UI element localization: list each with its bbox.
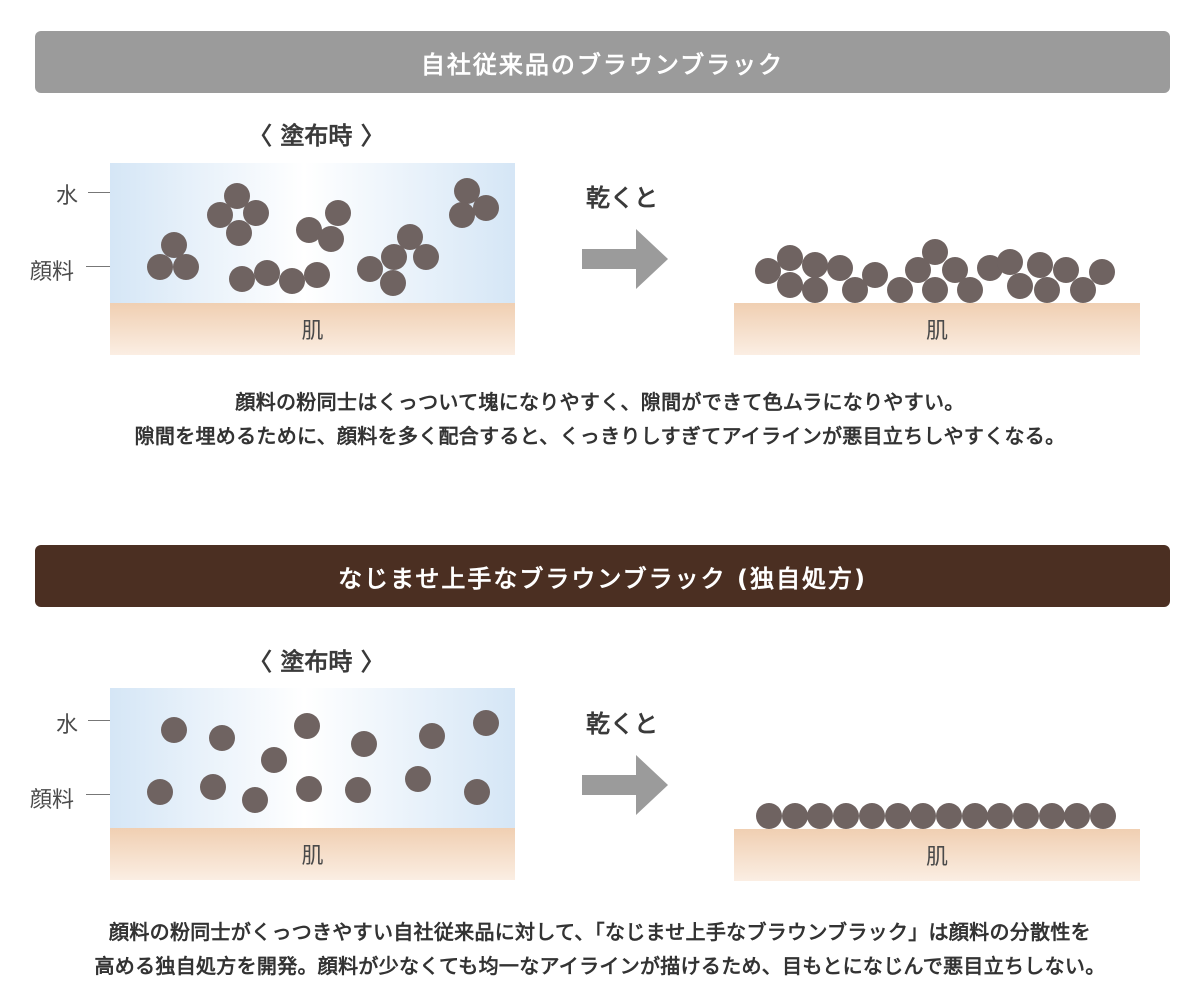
pigment-particle <box>357 256 383 282</box>
pigment-label: 顔料 <box>30 788 75 813</box>
pigment-particle <box>802 277 828 303</box>
skin-layer: 肌 <box>110 828 515 880</box>
pigment-particle <box>254 260 280 286</box>
application-stage-label: 〈 塗布時 〉 <box>248 648 385 676</box>
pigment-particle <box>1027 252 1053 278</box>
caption-new: 顔料の粉同士がくっつきやすい自社従来品に対して、「なじませ上手なブラウンブラック… <box>0 915 1200 983</box>
pigment-particle <box>858 803 885 829</box>
pigment-particle <box>261 747 287 773</box>
pigment-particle <box>781 803 808 829</box>
pigment-particle <box>209 725 235 751</box>
pigment-particle <box>1090 803 1117 829</box>
pigment-particle <box>419 723 445 749</box>
pigment-particle <box>449 202 475 228</box>
caption-line: 顔料の粉同士がくっつきやすい自社従来品に対して、「なじませ上手なブラウンブラック… <box>109 920 1091 944</box>
pigment-label: 顔料 <box>30 260 75 285</box>
pigment-particle <box>807 803 834 829</box>
water-label: 水 <box>56 713 79 738</box>
pigment-particle <box>997 249 1023 275</box>
pigment-particle <box>147 779 173 805</box>
pigment-particle <box>229 266 255 292</box>
application-diagram-old: 肌 <box>110 163 515 355</box>
pigment-particle <box>473 195 499 221</box>
application-diagram-new: 肌 <box>110 688 515 880</box>
pigment-particle <box>296 217 322 243</box>
pigment-particle <box>922 239 948 265</box>
pigment-particle <box>294 713 320 739</box>
caption-line: 隙間を埋めるために、顔料を多く配合すると、くっきりしすぎてアイラインが悪目立ちし… <box>134 424 1066 448</box>
pigment-particle <box>173 254 199 280</box>
arrow-icon <box>582 755 668 815</box>
pigment-particle <box>884 803 911 829</box>
caption-line: 顔料の粉同士はくっついて塊になりやすく、隙間ができて色ムラになりやすい。 <box>235 390 965 414</box>
water-label: 水 <box>56 184 79 209</box>
pigment-particle <box>910 803 937 829</box>
pigment-particle <box>405 766 431 792</box>
pigment-particle <box>1038 803 1065 829</box>
pigment-particle <box>226 220 252 246</box>
pigment-particle <box>242 787 268 813</box>
pigment-particle <box>777 272 803 298</box>
skin-layer-after: 肌 <box>734 829 1140 881</box>
caption-old: 顔料の粉同士はくっついて塊になりやすく、隙間ができて色ムラになりやすい。 隙間を… <box>0 385 1200 453</box>
pigment-particle <box>1089 259 1115 285</box>
pigment-particle <box>922 277 948 303</box>
pigment-particle <box>318 226 344 252</box>
skin-layer-after: 肌 <box>734 303 1140 355</box>
pigment-particle <box>827 255 853 281</box>
pigment-particle <box>325 200 351 226</box>
pigment-particle <box>296 776 322 802</box>
pigment-particle <box>1034 277 1060 303</box>
arrow-icon <box>582 229 668 289</box>
pigment-particle <box>413 244 439 270</box>
pigment-particle <box>833 803 860 829</box>
pigment-particle <box>380 270 406 296</box>
pigment-particle <box>987 803 1014 829</box>
caption-line: 高める独自処方を開発。顔料が少なくても均一なアイラインが描けるため、目もとになじ… <box>94 954 1106 978</box>
pigment-particle <box>147 254 173 280</box>
pigment-particle <box>345 777 371 803</box>
pigment-particle <box>161 717 187 743</box>
skin-layer: 肌 <box>110 303 515 355</box>
pigment-particle <box>777 245 803 271</box>
pigment-particle <box>161 232 187 258</box>
pigment-particle <box>351 731 377 757</box>
pigment-particle <box>304 262 330 288</box>
pigment-particle <box>1070 277 1096 303</box>
water-layer <box>110 688 515 828</box>
pigment-particle <box>243 200 269 226</box>
pigment-particle <box>755 258 781 284</box>
pigment-particle <box>1064 803 1091 829</box>
pigment-particle <box>1013 803 1039 829</box>
section-header-new: なじませ上手なブラウンブラック (独自処方) <box>35 545 1170 607</box>
application-stage-label: 〈 塗布時 〉 <box>248 122 385 150</box>
dry-label: 乾くと <box>586 184 658 212</box>
pigment-particle <box>935 803 962 829</box>
pigment-particle <box>957 277 983 303</box>
section-header-old: 自社従来品のブラウンブラック <box>35 31 1170 93</box>
pigment-particle <box>473 710 499 736</box>
pigment-particle <box>802 252 828 278</box>
pigment-particle <box>1007 273 1033 299</box>
pigment-particle <box>200 774 226 800</box>
pigment-particle <box>279 268 305 294</box>
pigment-particle <box>464 779 490 805</box>
pigment-particle <box>887 277 913 303</box>
pigment-particle <box>756 803 782 829</box>
dry-label: 乾くと <box>586 710 658 738</box>
pigment-particle <box>961 803 988 829</box>
pigment-particle <box>862 262 888 288</box>
